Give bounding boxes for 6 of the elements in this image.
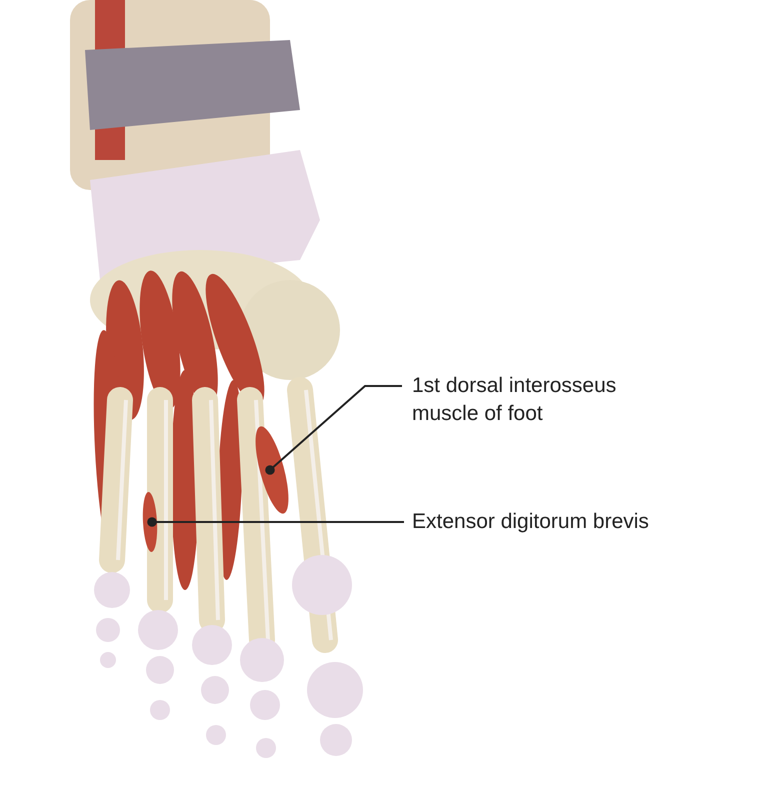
tendon-part xyxy=(142,492,158,552)
leader-line xyxy=(265,385,402,475)
label-text: Extensor digitorum brevis xyxy=(412,508,742,536)
muscle-part xyxy=(256,426,288,514)
leader-line xyxy=(147,517,404,527)
label-text: 1st dorsal interosseus muscle of foot xyxy=(412,372,677,428)
